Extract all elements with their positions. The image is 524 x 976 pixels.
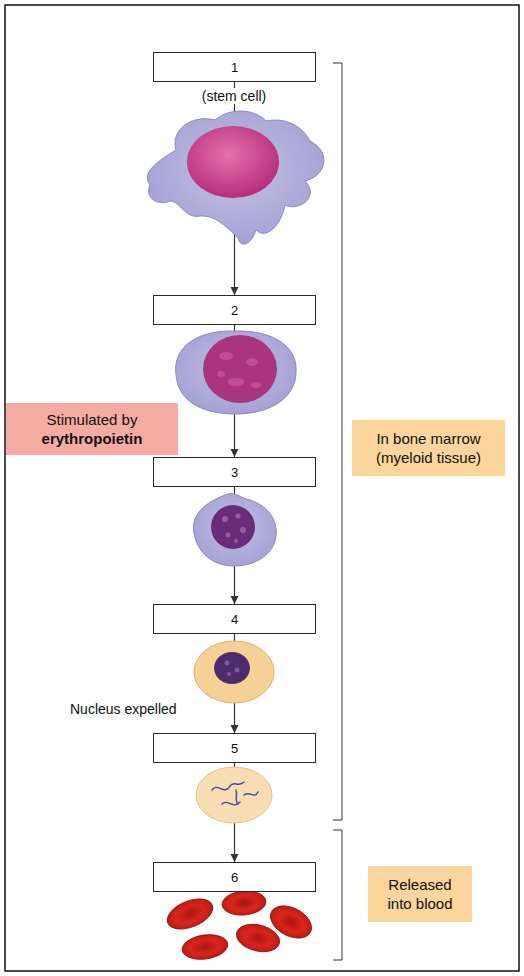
- node-text: 5: [231, 741, 238, 756]
- proerythroblast-nucleus: [203, 335, 277, 403]
- stage-number-box: 2: [153, 295, 316, 325]
- erythroblast-nucleus: [211, 505, 255, 549]
- flow-arrow: [234, 763, 235, 862]
- node-text: Stimulated by: [47, 410, 138, 429]
- chromatin-spots: [222, 514, 246, 544]
- stem-cell: [147, 111, 324, 244]
- node-text: 1: [231, 60, 238, 75]
- erythroblast-cell: [193, 494, 276, 566]
- location-box: Released into blood: [368, 866, 472, 922]
- flow-arrow: [234, 325, 235, 457]
- stage-number-box: 4: [153, 604, 316, 634]
- stage-number-box: 1: [153, 52, 316, 82]
- chromatin-spots: [225, 661, 240, 677]
- location-box: In bone marrow (myeloid tissue): [352, 420, 505, 476]
- reticulum-strands: [212, 782, 258, 805]
- node-text: 6: [231, 870, 238, 885]
- flow-arrow: [234, 634, 235, 733]
- node-text: 4: [231, 612, 238, 627]
- proerythroblast-cell: [176, 331, 297, 414]
- reticulocyte-cell: [196, 767, 272, 823]
- process-note: Nucleus expelled: [70, 701, 177, 717]
- node-text: 2: [231, 303, 238, 318]
- hormone-box: Stimulated byerythropoietin: [6, 403, 178, 455]
- normoblast-cell: [194, 641, 274, 703]
- flow-arrow: [234, 82, 235, 295]
- stage-number-box: 5: [153, 733, 316, 763]
- node-text: 3: [231, 465, 238, 480]
- node-text: In bone marrow (myeloid tissue): [362, 429, 495, 467]
- stage-number-box: 3: [153, 457, 316, 487]
- normoblast-nucleus: [214, 652, 250, 684]
- red-blood-cells: [163, 889, 317, 962]
- cell-name-label: (stem cell): [202, 88, 267, 104]
- flow-arrow: [234, 487, 235, 604]
- blood-bracket: [333, 830, 342, 960]
- node-text: Released into blood: [378, 875, 462, 913]
- bone-marrow-bracket: [333, 63, 342, 820]
- node-text: erythropoietin: [42, 429, 143, 448]
- frame-border: [5, 5, 519, 971]
- stem-cell-nucleus: [187, 126, 279, 198]
- chromatin-spots: [217, 352, 261, 388]
- stage-number-box: 6: [153, 862, 316, 892]
